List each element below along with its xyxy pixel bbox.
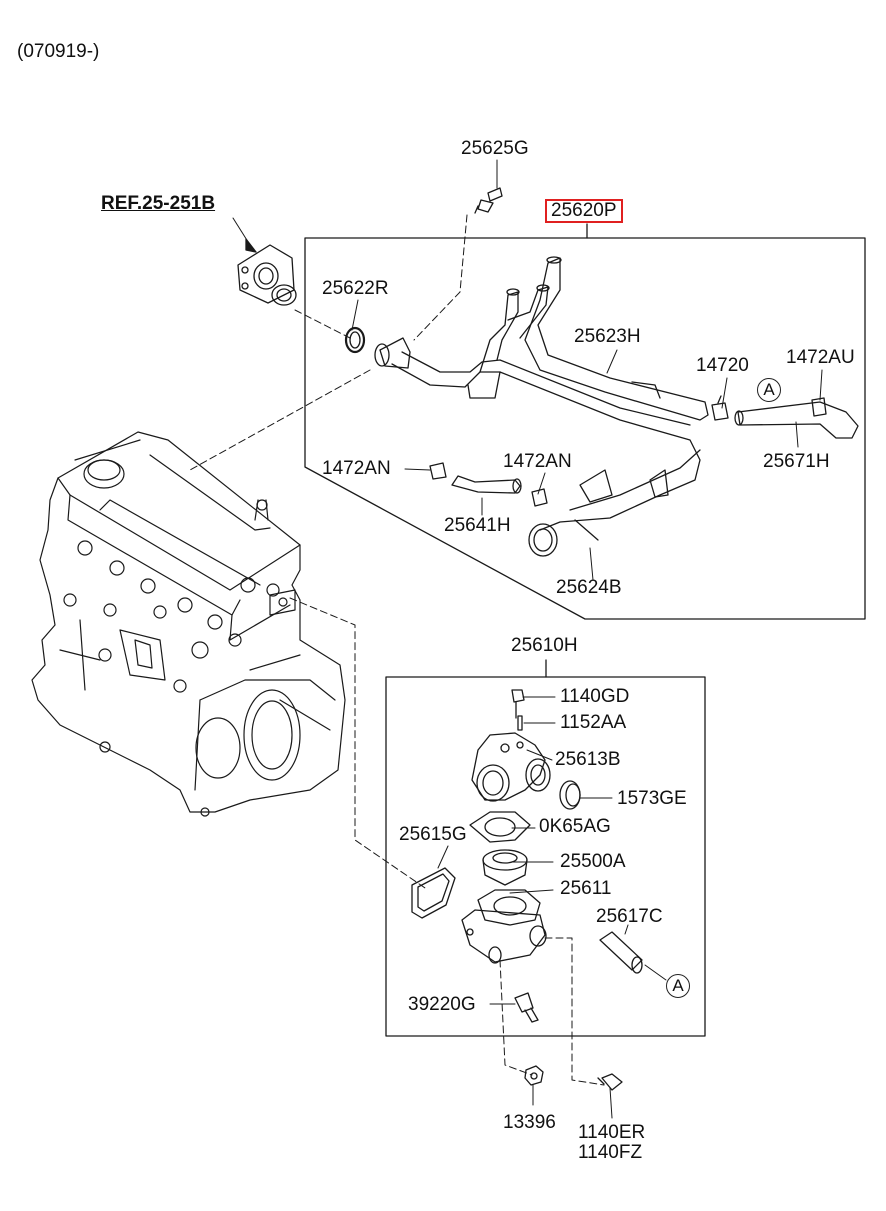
part-1140fz[interactable]: 1140FZ: [578, 1142, 643, 1163]
part-25610h[interactable]: 25610H: [511, 635, 578, 656]
part-25623h[interactable]: 25623H: [574, 326, 641, 347]
ref-arrow-head: [245, 238, 257, 253]
part-25622r[interactable]: 25622R: [322, 278, 389, 299]
part-25611[interactable]: 25611: [560, 878, 612, 899]
o-ring-25622r-icon: [344, 326, 366, 354]
leader-lines: [189, 214, 605, 1086]
part-1140gd[interactable]: 1140GD: [560, 686, 630, 707]
water-pipe-assembly-icon: [374, 284, 701, 557]
clamp-1472an-left-icon: [429, 462, 447, 480]
part-25613b[interactable]: 25613B: [555, 749, 621, 770]
part-0k65ag[interactable]: 0K65AG: [539, 816, 611, 837]
bolt-1140gd-icon: [511, 689, 525, 719]
part-39220g[interactable]: 39220G: [408, 994, 476, 1015]
part-25671h[interactable]: 25671H: [763, 451, 830, 472]
lower-assembly-frame: [385, 659, 706, 1037]
part-25625g[interactable]: 25625G: [461, 138, 529, 159]
cover-25611-icon: [461, 889, 547, 964]
part-13396[interactable]: 13396: [503, 1112, 556, 1133]
gasket-25615g-icon: [411, 867, 456, 919]
pin-1152aa-icon: [517, 715, 523, 731]
bolt-1140er-icon: [597, 1073, 623, 1091]
engine-block-illustration: [31, 431, 346, 817]
clamp-1472an-mid-icon: [531, 488, 548, 507]
seal-1573ge-icon: [559, 780, 581, 810]
housing-25613b-icon: [471, 732, 551, 802]
part-1472au[interactable]: 1472AU: [786, 347, 855, 368]
hose-25623h-icon: [524, 256, 709, 421]
part-14720[interactable]: 14720: [696, 355, 749, 376]
pipe-25617c-icon: [599, 931, 643, 974]
part-1152aa[interactable]: 1152AA: [560, 712, 627, 733]
sensor-39220g-icon: [514, 992, 539, 1023]
solid-leader-lines: [232, 159, 823, 1119]
part-1573ge[interactable]: 1573GE: [617, 788, 687, 809]
callout-a-upper: A: [757, 378, 781, 402]
reference-label[interactable]: REF.25-251B: [101, 193, 216, 214]
upper-assembly-frame: [304, 223, 866, 620]
part-1472an-mid[interactable]: 1472AN: [503, 451, 572, 472]
part-1472an-left[interactable]: 1472AN: [322, 458, 391, 479]
thermostat-25500a-icon: [482, 849, 528, 886]
clamp-14720-icon: [711, 395, 729, 421]
gasket-0k65ag-icon: [469, 811, 531, 843]
date-code: (070919-): [17, 41, 100, 62]
callout-a-lower: A: [666, 974, 690, 998]
part-25641h[interactable]: 25641H: [444, 515, 511, 536]
hose-25641h-icon: [451, 475, 522, 494]
part-25615g[interactable]: 25615G: [399, 824, 467, 845]
hose-25671h-icon: [734, 397, 859, 439]
part-25617c[interactable]: 25617C: [596, 906, 663, 927]
part-25620p[interactable]: 25620P: [545, 199, 623, 223]
part-25500a[interactable]: 25500A: [560, 851, 626, 872]
bolt-25625g-icon: [474, 187, 503, 214]
nut-13396-icon: [524, 1065, 544, 1086]
part-25624b[interactable]: 25624B: [556, 577, 622, 598]
part-1140er[interactable]: 1140ER: [578, 1122, 646, 1143]
housing-ref-icon: [237, 244, 297, 306]
